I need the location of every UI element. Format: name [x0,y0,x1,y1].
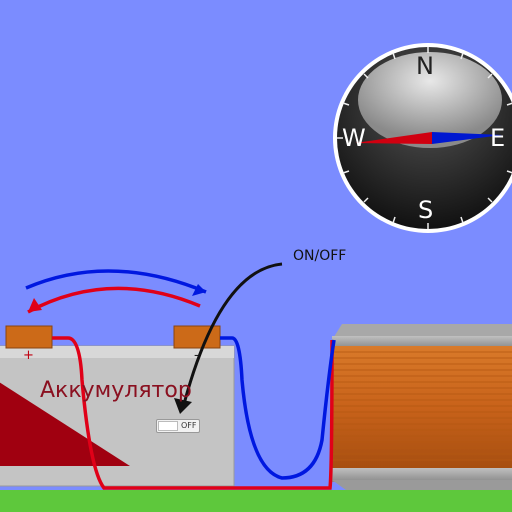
positive-wire [52,336,334,490]
arrow-red-head [28,298,42,312]
compass-east: E [490,124,506,152]
negative-wire [220,336,336,480]
positive-terminal-sign: + [23,348,34,363]
compass-needle-red [355,132,432,144]
battery-name: Аккумулятор [40,378,192,403]
arrow-red [27,286,201,314]
ground [0,490,512,512]
negative-terminal-sign: - [194,348,199,363]
power-switch[interactable]: OFF [156,419,200,433]
positive-terminal[interactable] [5,325,53,349]
switch-caption: ON/OFF [293,248,347,264]
switch-state-label: OFF [181,421,197,430]
battery-red-stripe [0,382,130,466]
switch-pointer-arrow [182,262,283,405]
compass-west: W [342,124,366,152]
compass-needle-blue [432,132,502,144]
compass-south: S [418,196,434,224]
arrow-blue-head [192,284,206,296]
negative-terminal[interactable] [173,325,221,349]
switch-knob[interactable] [158,421,178,431]
compass [333,43,512,233]
compass-north: N [416,52,434,80]
switch-pointer-arrow-head [174,398,192,414]
coil [332,324,512,490]
arrow-blue [25,269,207,294]
